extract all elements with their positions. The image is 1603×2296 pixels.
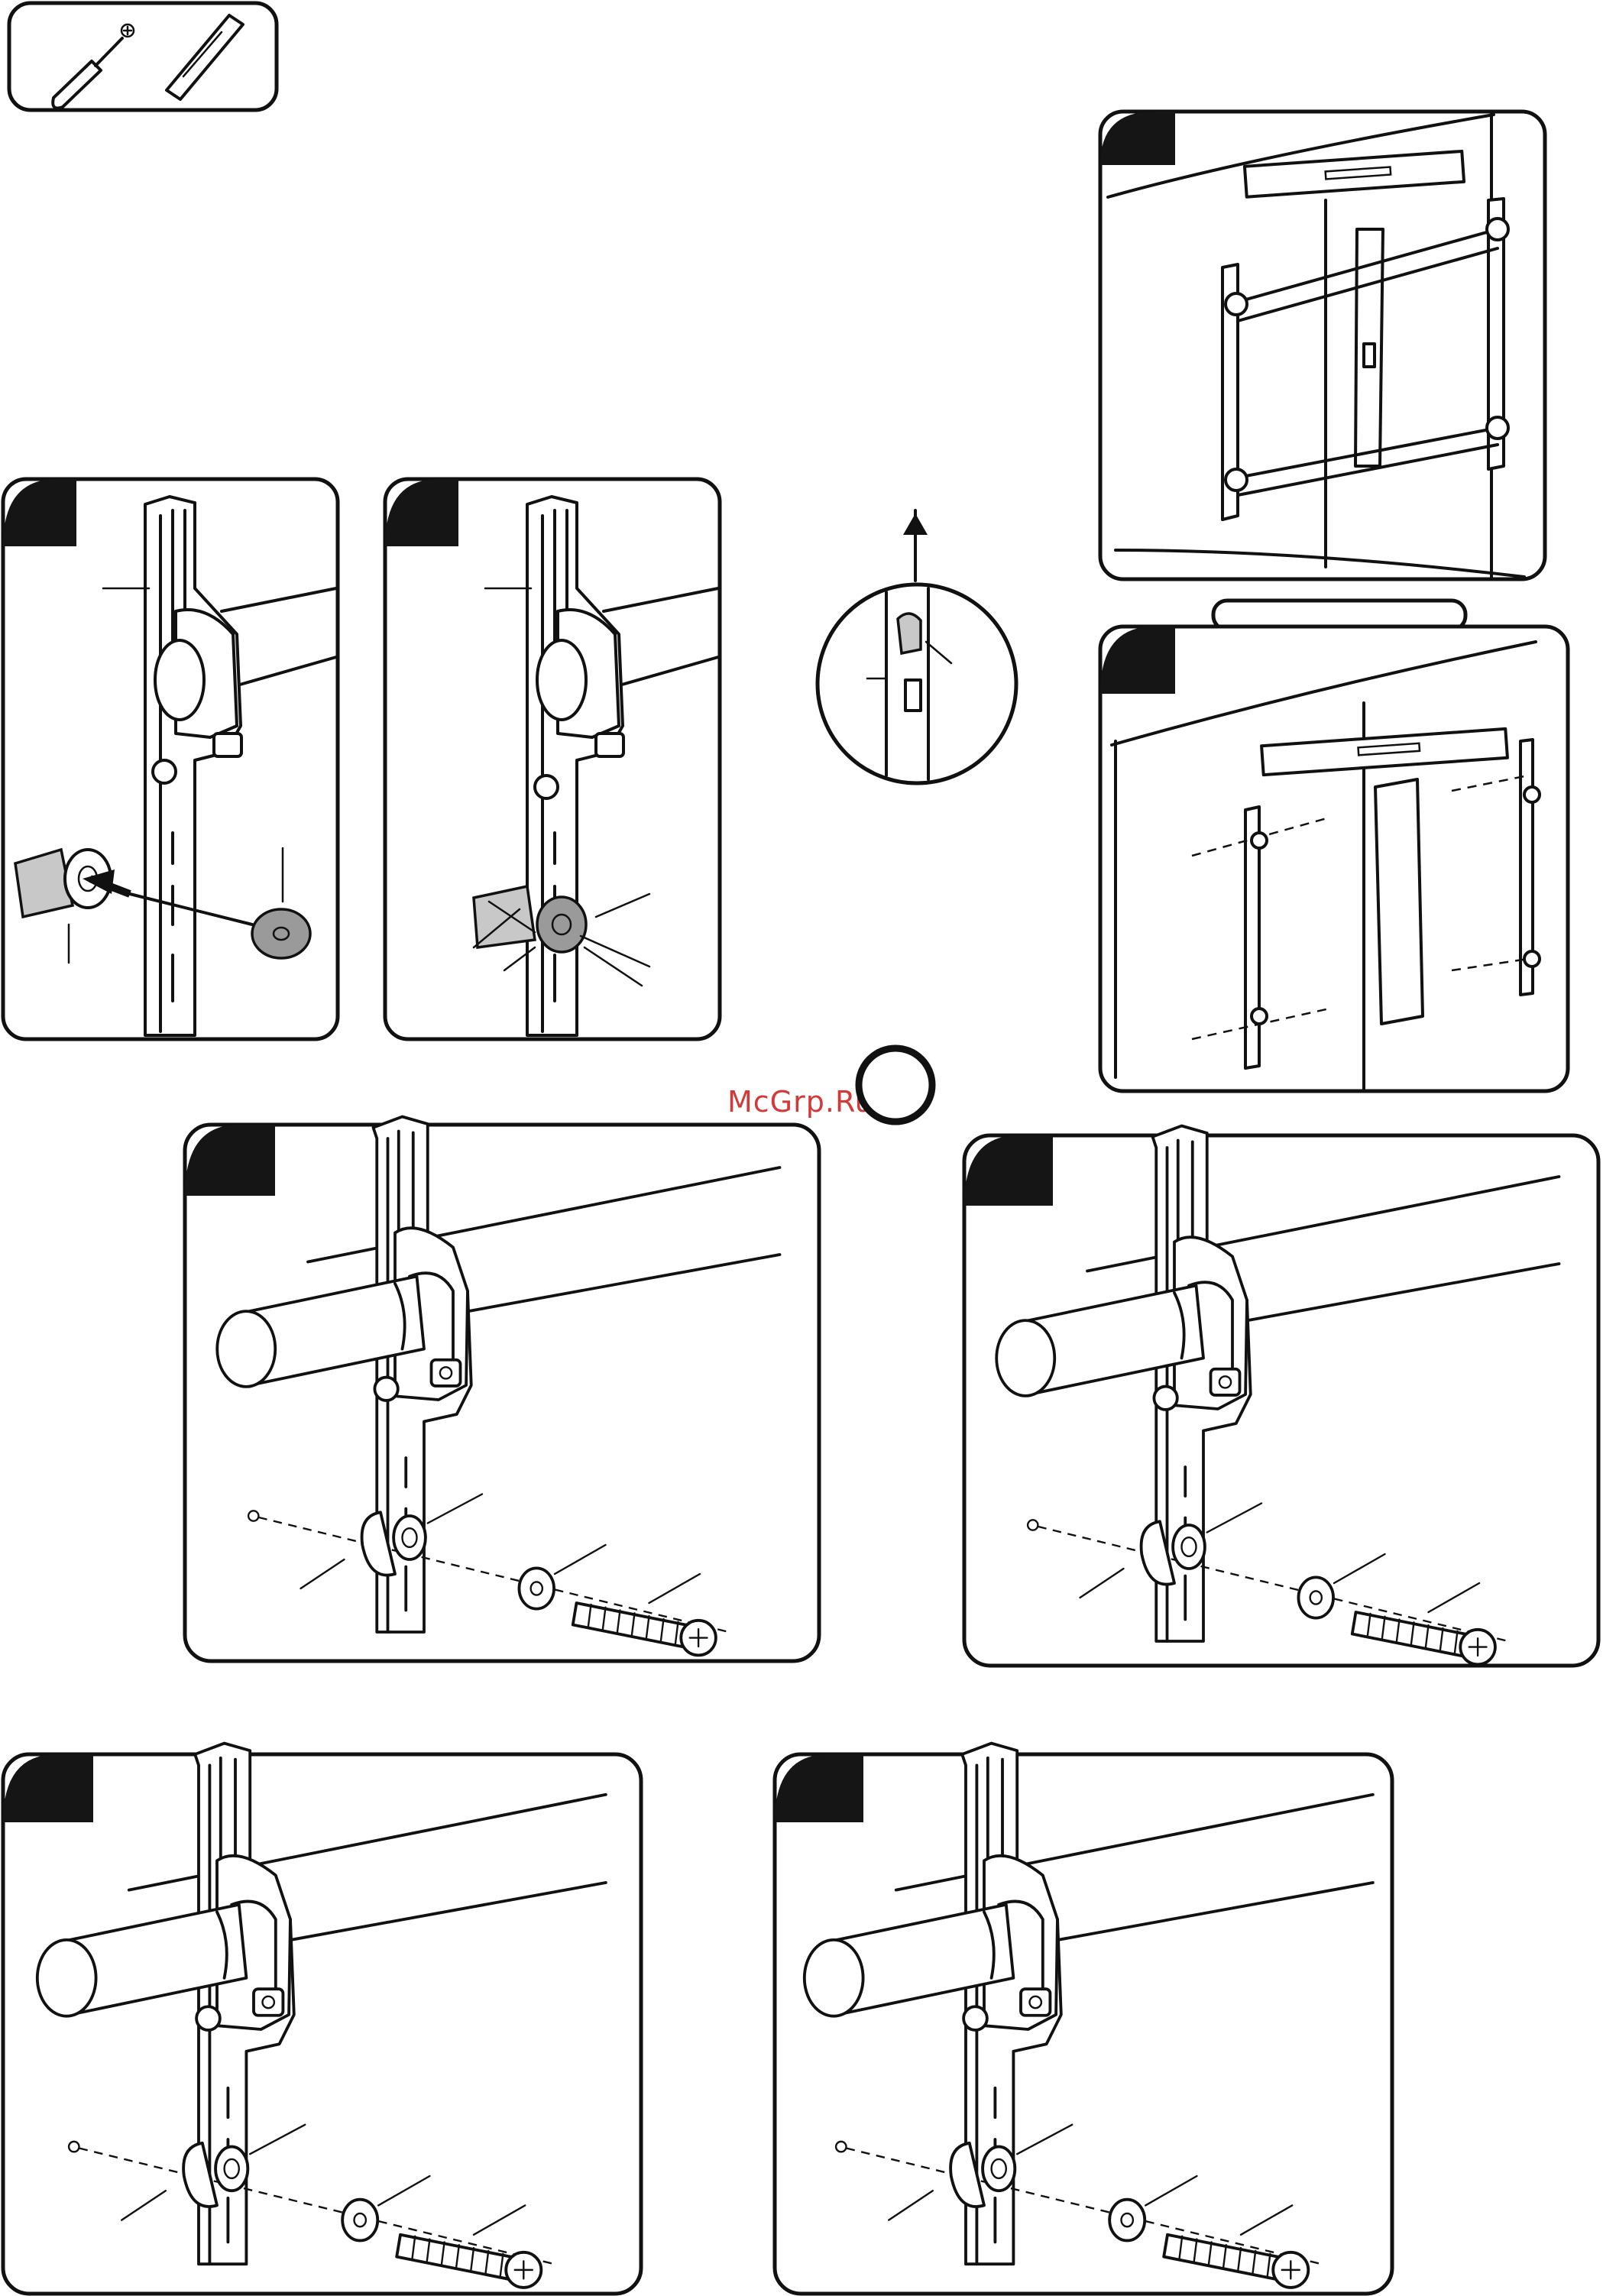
wall-plate-overview bbox=[1100, 112, 1545, 579]
washer-seated-panel bbox=[385, 479, 720, 1039]
bracket-latch-detail bbox=[818, 510, 1016, 783]
bolt-attach-panel-c bbox=[3, 1744, 641, 2294]
bolt-attach-panel-a bbox=[185, 1117, 819, 1662]
level-alignment-panel bbox=[1100, 601, 1568, 1091]
alignment-ring-icon bbox=[859, 1048, 932, 1122]
bolt-attach-panel-d bbox=[775, 1744, 1392, 2294]
washer-insert-panel bbox=[3, 479, 338, 1039]
bolt-attach-panel-b bbox=[964, 1126, 1598, 1666]
tools-box bbox=[9, 3, 277, 110]
